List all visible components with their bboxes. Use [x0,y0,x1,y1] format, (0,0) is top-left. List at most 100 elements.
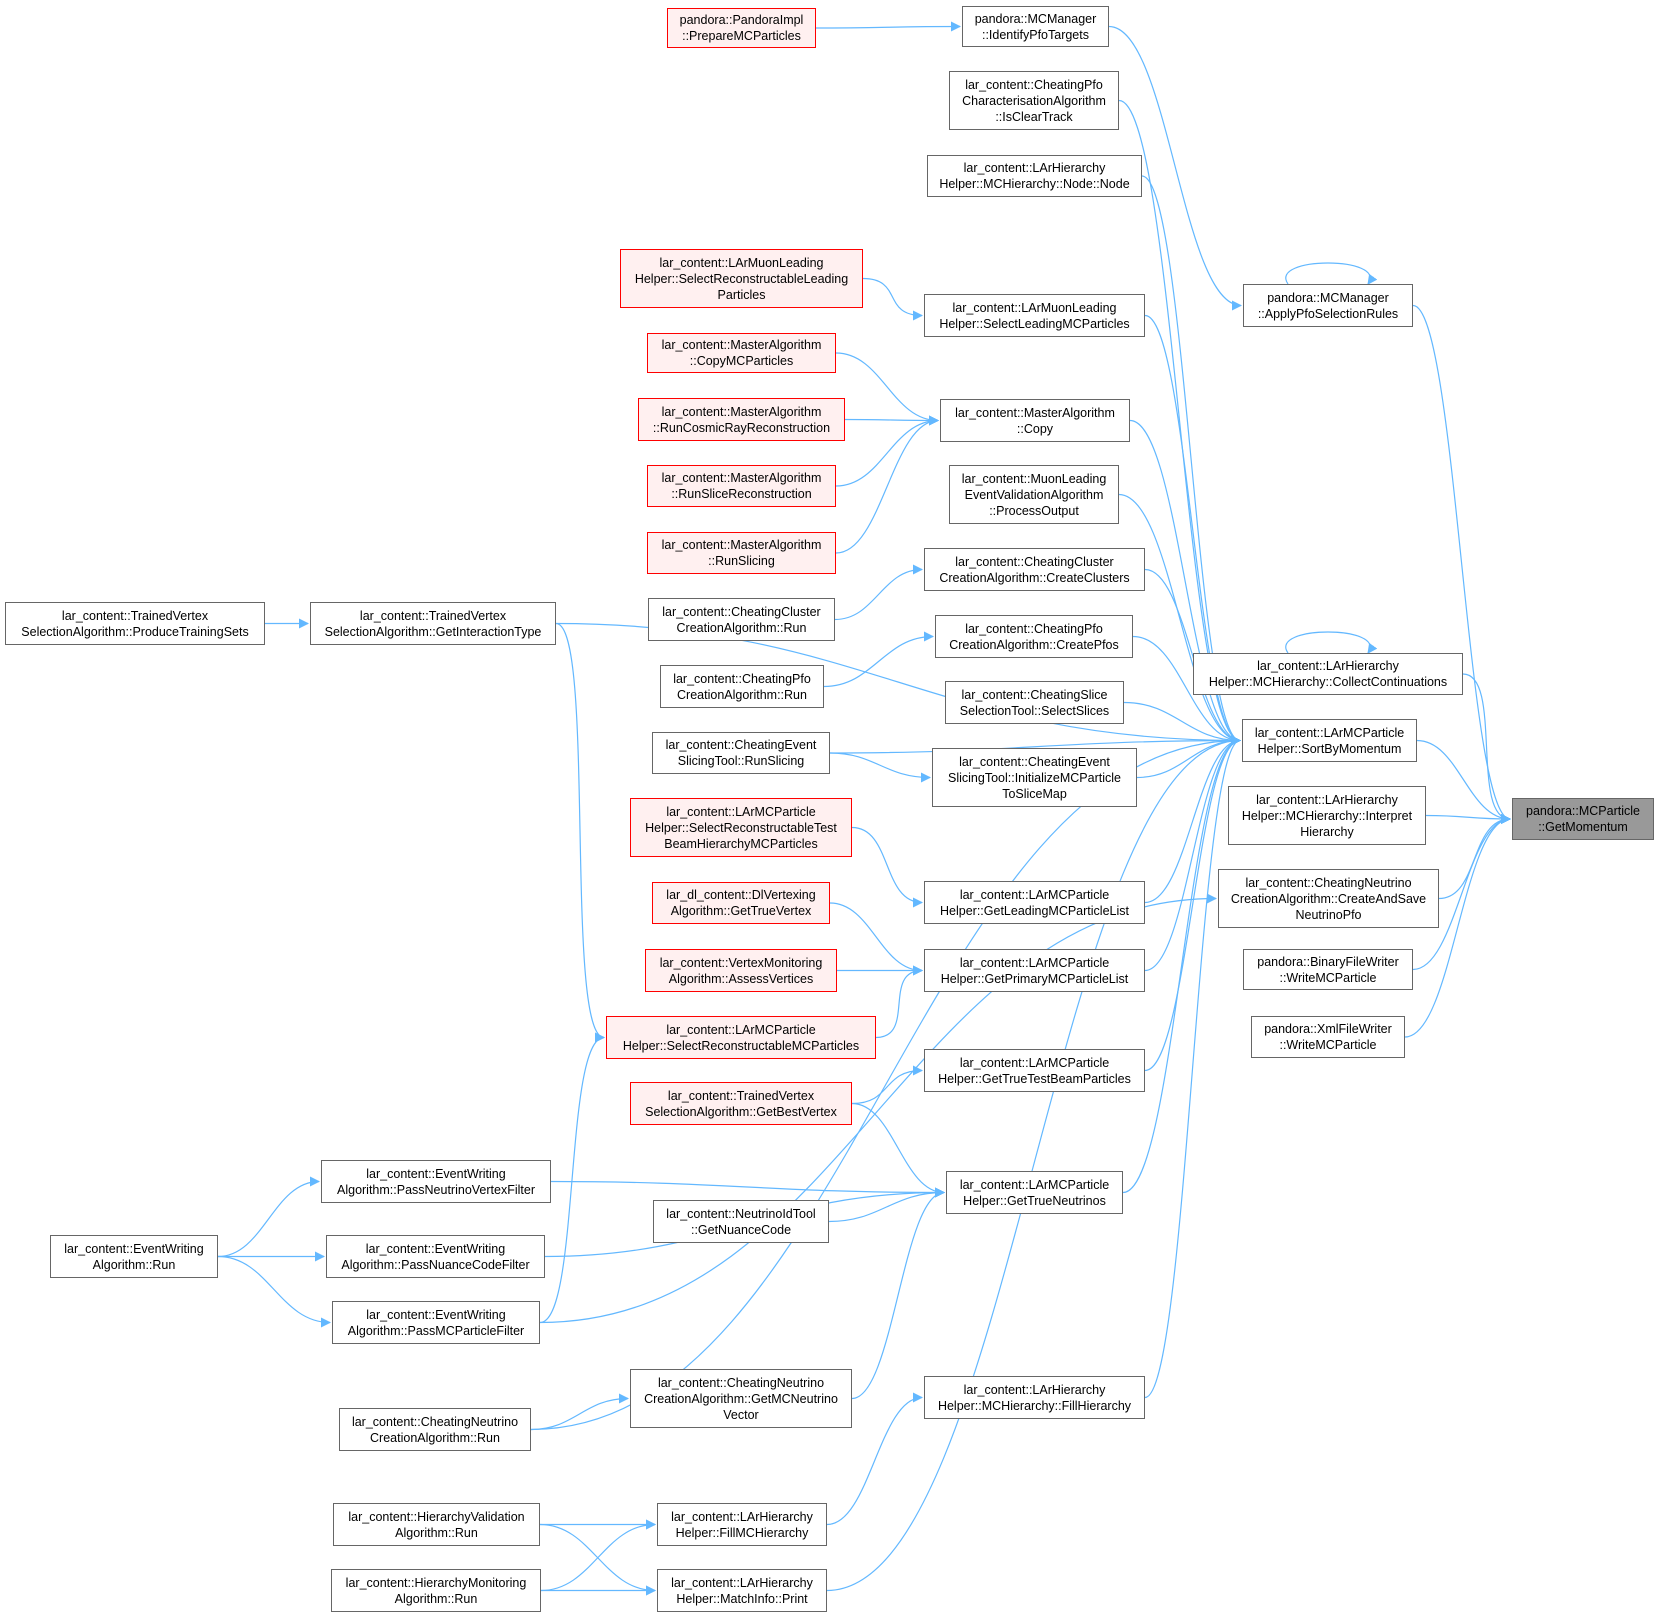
node-prepare[interactable]: pandora::PandoraImpl::PrepareMCParticles [667,8,816,48]
node-label-line: lar_content::CheatingPfo [965,621,1103,636]
node-label-line: pandora::XmlFileWriter [1264,1022,1392,1036]
call-edge-identify-to-applypfo [1108,25,1242,311]
node-copy[interactable]: lar_content::MasterAlgorithm::Copy [940,399,1130,442]
node-label-line: lar_content::MasterAlgorithm [661,538,822,552]
node-label-line: CreationAlgorithm::GetMCNeutrino [644,1391,838,1406]
node-label-line: lar_content::MasterAlgorithm [661,404,822,419]
node-label-line: ::ApplyPfoSelectionRules [1257,306,1399,321]
node-identify[interactable]: pandora::MCManager::IdentifyPfoTargets [962,6,1109,47]
node-runslicing[interactable]: lar_content::MasterAlgorithm::RunSlicing [647,532,836,574]
node-label-line: ::WriteMCParticle [1279,1038,1377,1052]
node-label-line: Helper::MCHierarchy::FillHierarchy [937,1398,1132,1413]
node-label-line: ::RunSlicing [708,554,775,568]
node-label-line: Algorithm::Run [394,1591,478,1606]
node-label-line: Helper::GetLeadingMCParticleList [940,903,1129,918]
call-edge-passvertex-to-trueneutrinos [550,1180,945,1198]
node-label-line: pandora::MCParticle [1526,804,1640,818]
node-label-line: lar_content::EventWriting [64,1241,204,1256]
call-edge-selectslices-to-sortbymom [1123,701,1241,746]
call-edge-applypfo-to-applypfo [1285,262,1378,285]
node-label-line: SelectionAlgorithm::GetBestVertex [645,1104,837,1119]
node-label-line: lar_content::LArMCParticle [666,1022,816,1037]
node-label-line: ::WriteMCParticle [1279,970,1377,985]
call-edge-runslicingtool-to-initmap [829,752,931,783]
node-runcosmic[interactable]: lar_content::MasterAlgorithm::RunCosmicR… [638,398,845,441]
node-label-line: lar_content::MasterAlgorithm [661,338,822,352]
node-label-line: Helper::MCHierarchy::CollectContinuation… [1208,675,1448,689]
call-edge-passmc-to-selrecmc [539,1032,605,1324]
node-label-line: CreationAlgorithm::CreateClusters [939,570,1130,585]
node-label-line: pandora::MCManager [1267,290,1389,305]
node-runslicerec[interactable]: lar_content::MasterAlgorithm::RunSliceRe… [647,465,836,507]
node-label-line: Algorithm::GetTrueVertex [670,904,812,918]
node-label-line: ::CopyMCParticles [689,354,794,368]
node-label-line: Algorithm::Run [395,1525,478,1540]
call-edge-prepare-to-identify [815,21,961,32]
node-label-line: lar_content::CheatingNeutrino [1245,875,1412,890]
node-label-line: lar_content::LArMCParticle [959,1055,1110,1070]
node-label-line: lar_content::MasterAlgorithm [661,471,822,485]
node-label-line: lar_content::EventWriting [366,1307,506,1322]
call-edge-selrecleading-to-selleading [862,277,923,321]
node-xmlwriter[interactable]: pandora::XmlFileWriter::WriteMCParticle [1251,1016,1405,1058]
call-edge-binarywriter-to-root [1412,814,1511,971]
node-label-line: pandora::BinaryFileWriter [1257,954,1399,969]
node-binarywriter[interactable]: pandora::BinaryFileWriter::WriteMCPartic… [1243,949,1413,990]
node-label-line: Particles [717,287,766,302]
node-copymc[interactable]: lar_content::MasterAlgorithm::CopyMCPart… [647,333,836,373]
node-label-line: Helper::GetTrueNeutrinos [963,1193,1106,1208]
node-label-line: Helper::FillMCHierarchy [675,1525,809,1540]
node-label-line: lar_content::HierarchyValidation [348,1509,525,1524]
node-label-line: lar_content::CheatingNeutrino [351,1414,519,1429]
node-nuance[interactable]: lar_content::NeutrinoIdTool::GetNuanceCo… [653,1200,829,1243]
call-edge-truetestbeam-to-sortbymom [1144,735,1241,1072]
node-label-line: CreationAlgorithm::Run [370,1430,500,1445]
node-label-line: CharacterisationAlgorithm [962,93,1106,108]
node-applypfo[interactable]: pandora::MCManager::ApplyPfoSelectionRul… [1243,284,1413,327]
node-label-line: pandora::MCManager [974,11,1097,26]
node-root: pandora::MCParticle::GetMomentum [1512,798,1654,840]
node-label-line: lar_content::NeutrinoIdTool [666,1206,816,1221]
node-label-line: CreationAlgorithm::Run [676,620,807,635]
node-label-line: lar_content::VertexMonitoring [659,955,823,970]
node-label-line: lar_content::LArHierarchy [671,1509,813,1524]
